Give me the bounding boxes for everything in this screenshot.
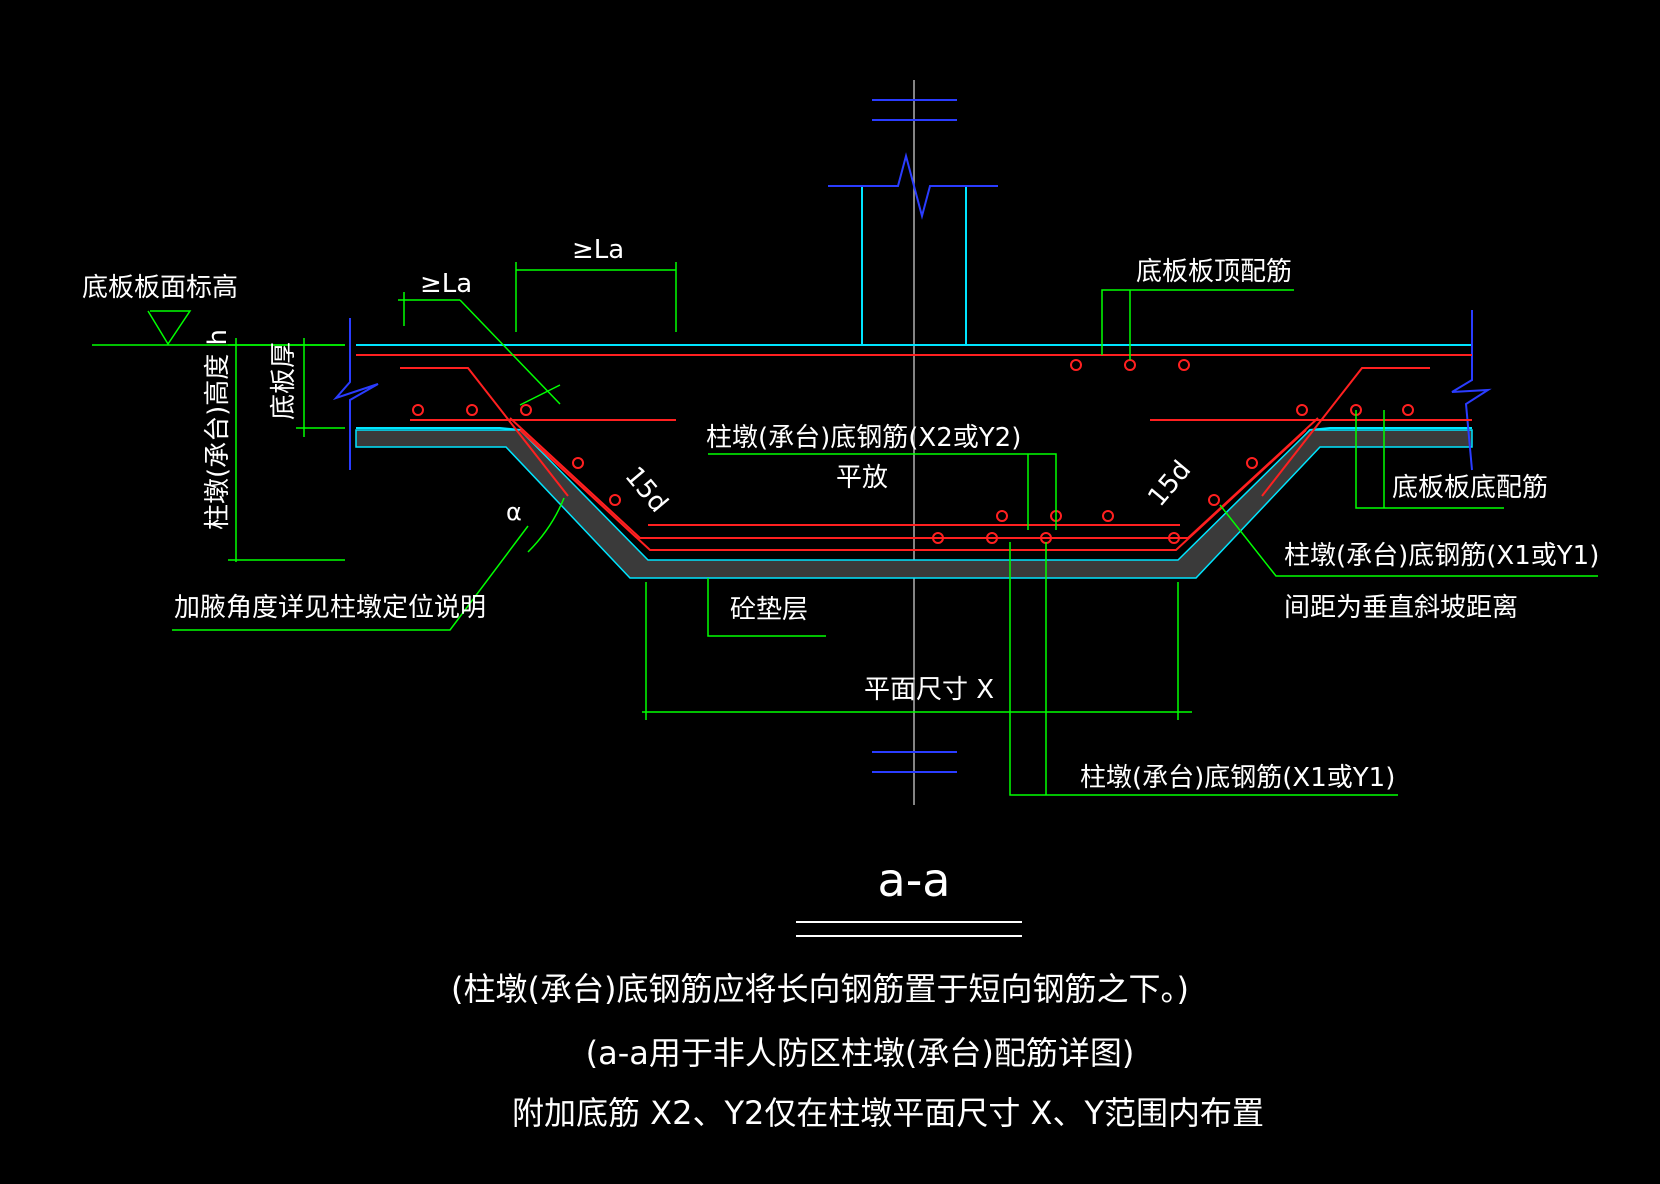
title-underline	[796, 921, 1022, 937]
label-haunch-angle-note: 加腋角度详见柱墩定位说明	[174, 593, 486, 623]
label-spacing-note: 间距为垂直斜坡距离	[1284, 593, 1518, 623]
note-1: (柱墩(承台)底钢筋应将长向钢筋置于短向钢筋之下。)	[451, 970, 1189, 1008]
note-3: 附加底筋 X2、Y2仅在柱墩平面尺寸 X、Y范围内布置	[512, 1094, 1264, 1132]
label-cap-height: 柱墩(承台)高度 h	[203, 329, 233, 530]
label-la-left: ≥La	[420, 269, 472, 299]
label-plan-size-x: 平面尺寸 X	[864, 675, 994, 705]
label-slab-top-rebar: 底板板顶配筋	[1136, 257, 1292, 287]
label-hook-right: 15d	[1142, 455, 1197, 512]
label-slab-thickness: 底板厚	[269, 342, 299, 420]
dimension-lines	[92, 262, 1598, 796]
slab-break-lines	[332, 310, 1492, 471]
label-slab-top-elevation: 底板板面标高	[82, 273, 238, 303]
section-title: a-a	[878, 853, 951, 907]
axis-marks	[872, 99, 957, 773]
label-cap-rebar-x1y1-right: 柱墩(承台)底钢筋(X1或Y1)	[1284, 541, 1599, 571]
label-hook-left: 15d	[619, 461, 674, 518]
label-cushion: 砼垫层	[730, 595, 808, 625]
column-outline	[828, 152, 998, 345]
cushion-layer	[355, 429, 1473, 579]
label-flat-placement: 平放	[836, 463, 888, 493]
label-cap-rebar-x1y1-bottom: 柱墩(承台)底钢筋(X1或Y1)	[1080, 763, 1395, 793]
label-slab-bottom-rebar: 底板板底配筋	[1392, 473, 1548, 503]
rebar-lines	[356, 354, 1472, 551]
label-la-top: ≥La	[572, 235, 624, 265]
label-cap-rebar-x2y2: 柱墩(承台)底钢筋(X2或Y2)	[706, 423, 1021, 453]
label-angle-alpha: α	[506, 498, 522, 526]
note-2: (a-a用于非人防区柱墩(承台)配筋详图)	[586, 1034, 1135, 1072]
